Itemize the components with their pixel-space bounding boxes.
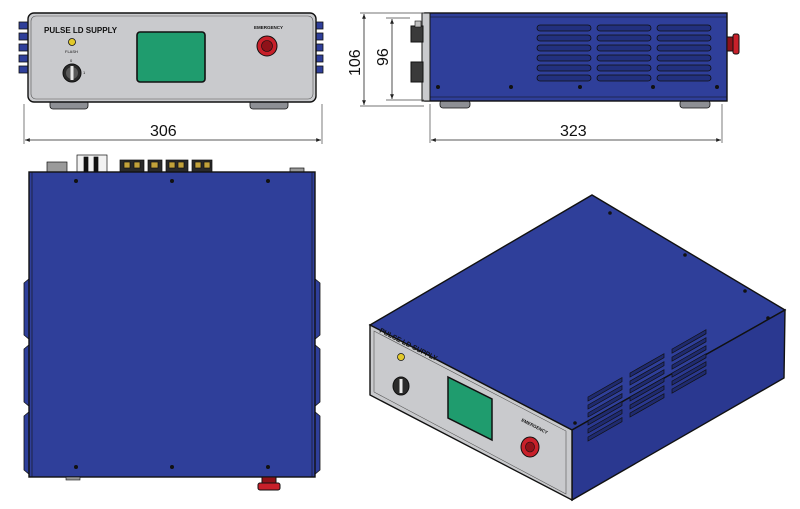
vent-slot — [656, 64, 712, 72]
front-display — [136, 31, 206, 83]
iso-vents — [587, 329, 707, 442]
front-emergency-label: EMERGENCY — [254, 25, 283, 30]
vent-slot — [536, 44, 592, 52]
vent-slot — [587, 417, 623, 442]
vent-slot — [671, 369, 707, 394]
side-height-outer-dim: 106 — [347, 49, 364, 76]
svg-text:0: 0 — [70, 58, 73, 63]
vent-slot — [629, 385, 665, 410]
vent-slot — [587, 385, 623, 410]
vent-slot — [596, 34, 652, 42]
top-connectors — [46, 154, 305, 173]
vent-slot — [656, 24, 712, 32]
vent-slot — [587, 393, 623, 418]
vent-slot — [671, 361, 707, 386]
top-body — [28, 171, 316, 478]
vent-slot — [629, 393, 665, 418]
front-width-dim: 306 — [150, 123, 177, 140]
vent-slot — [671, 329, 707, 354]
key-switch: 0 1 — [62, 58, 86, 83]
vent-slot — [671, 353, 707, 378]
vent-slot — [536, 64, 592, 72]
front-emergency-stop — [256, 35, 278, 57]
iso-key-switch — [392, 376, 410, 396]
vent-slot — [587, 377, 623, 402]
vent-slot — [629, 369, 665, 394]
vent-slot — [656, 34, 712, 42]
vent-slot — [587, 409, 623, 434]
front-panel-title: PULSE LD SUPPLY — [44, 26, 118, 35]
vent-slot — [656, 74, 712, 82]
front-view: PULSE LD SUPPLY FLASH 0 1 EMERGENCY 306 — [18, 12, 324, 144]
flash-label: FLASH — [65, 49, 78, 54]
vent-slot — [536, 34, 592, 42]
vent-slot — [596, 24, 652, 32]
vent-slot — [629, 377, 665, 402]
vent-slot — [536, 74, 592, 82]
vent-slot — [536, 54, 592, 62]
isometric-view: PULSE LD SUPPLY EMERGENCY — [368, 194, 787, 502]
vent-slot — [629, 361, 665, 386]
vent-slot — [587, 401, 623, 426]
side-view: 106 96 323 — [347, 12, 740, 143]
vent-slot — [536, 24, 592, 32]
iso-display — [447, 375, 493, 442]
vent-slot — [629, 353, 665, 378]
side-length-dim: 323 — [560, 123, 587, 140]
side-height-inner-dim: 96 — [375, 48, 392, 66]
vent-slot — [596, 44, 652, 52]
side-vents — [536, 24, 712, 82]
front-left-fins — [18, 21, 32, 74]
vent-slot — [596, 54, 652, 62]
flash-led — [68, 38, 76, 46]
iso-emergency-stop — [520, 436, 540, 458]
vent-slot — [596, 74, 652, 82]
vent-slot — [671, 337, 707, 362]
vent-slot — [656, 54, 712, 62]
vent-slot — [656, 44, 712, 52]
vent-slot — [596, 64, 652, 72]
svg-text:1: 1 — [83, 70, 86, 75]
vent-slot — [671, 345, 707, 370]
top-view — [23, 154, 321, 491]
